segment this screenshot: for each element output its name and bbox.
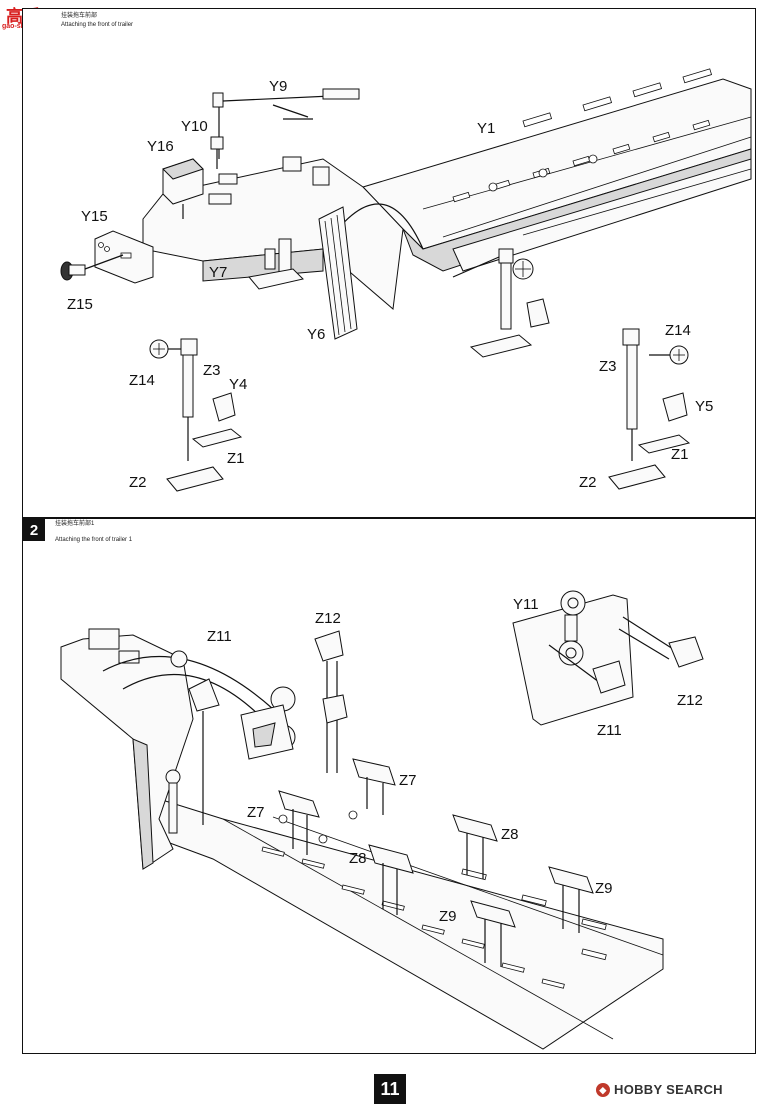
step-2-title-cn: 挂装拖车前部1 (55, 521, 95, 527)
inset-y11-carrier (512, 590, 704, 726)
label-z2-left: Z2 (129, 474, 147, 491)
gooseneck-side (60, 628, 274, 870)
wheel-carrier-main (240, 686, 296, 760)
mounted-landing-gear-right (452, 248, 550, 358)
label-z8-left: Z8 (349, 850, 367, 867)
label-y7: Y7 (209, 264, 227, 281)
label-z14-right: Z14 (665, 322, 691, 339)
step-1-panel: 挂装拖车前部 Attaching the front of trailer (22, 8, 756, 518)
label-y16: Y16 (147, 138, 174, 155)
label-z12-main: Z12 (315, 610, 341, 627)
label-y1: Y1 (477, 120, 495, 137)
part-z9-pads (470, 866, 594, 967)
step-2-panel: 2 挂装拖车前部1 Attaching the front of trailer… (22, 518, 756, 1054)
label-z11-main: Z11 (207, 628, 232, 645)
label-y9: Y9 (269, 78, 287, 95)
part-y7-landing-gear (248, 238, 304, 290)
label-z9-right: Z9 (595, 880, 613, 897)
label-y5: Y5 (695, 398, 713, 415)
exploded-landing-gear-right (608, 328, 691, 490)
hobby-search-watermark: ◆ HOBBY SEARCH (596, 1082, 723, 1097)
label-z1-left: Z1 (227, 450, 245, 467)
label-z7-left: Z7 (247, 804, 265, 821)
step-2-diagram: Z11 Z12 Y11 Z12 Z11 Z7 Z7 Z8 Z8 Z9 Z9 (60, 590, 704, 1050)
label-z8-right: Z8 (501, 826, 519, 843)
step-1-diagram: Y9 Y10 Y1 Y16 Y15 Z15 Y7 Y6 Z14 Z3 Y4 Z1… (60, 68, 752, 492)
label-z2-right: Z2 (579, 474, 597, 491)
label-z12-inset: Z12 (677, 692, 703, 709)
step-1-title-en: Attaching the front of trailer (61, 22, 134, 28)
step-2-title-en: Attaching the front of trailer 1 (55, 537, 133, 543)
label-y11: Y11 (513, 596, 539, 613)
label-z3-right: Z3 (599, 358, 617, 375)
label-z14-left: Z14 (129, 372, 155, 389)
part-y6-grille (318, 206, 358, 340)
label-y10: Y10 (181, 118, 208, 135)
part-y9-arm (212, 88, 360, 159)
label-z1-right: Z1 (671, 446, 689, 463)
step-1-title-cn: 挂装拖车前部 (61, 13, 98, 19)
label-y15: Y15 (81, 208, 108, 225)
label-z15: Z15 (67, 296, 93, 313)
label-z3-left: Z3 (203, 362, 221, 379)
part-z15-connector (60, 254, 124, 281)
part-z12-main (314, 630, 348, 773)
trailer-bed (158, 798, 664, 1050)
part-y10-bracket (210, 136, 238, 185)
label-y6: Y6 (307, 326, 325, 343)
page-number: 11 (374, 1074, 406, 1104)
chassis-lower-rail (452, 158, 752, 272)
label-z7-right: Z7 (399, 772, 417, 789)
part-y15-plate (94, 230, 154, 284)
label-z9-left: Z9 (439, 908, 457, 925)
step-2-number: 2 (23, 519, 45, 541)
part-y16-box (162, 158, 204, 219)
part-z7-pads (278, 758, 396, 855)
label-y4: Y4 (229, 376, 247, 393)
hobby-search-text: HOBBY SEARCH (614, 1082, 723, 1097)
part-z11-main (188, 678, 220, 825)
label-z11-inset: Z11 (597, 722, 622, 739)
exploded-landing-gear-left (149, 338, 243, 492)
hobby-search-logo-icon: ◆ (596, 1082, 610, 1097)
part-z8-pads (368, 814, 498, 915)
